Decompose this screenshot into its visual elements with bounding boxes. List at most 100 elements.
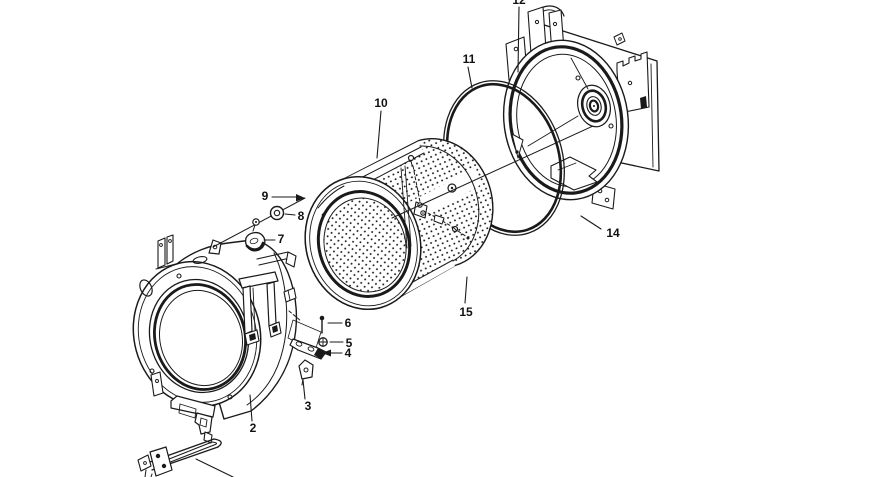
tab-hole [155, 379, 159, 383]
screw-dot [422, 212, 424, 214]
arrowhead [322, 349, 331, 357]
callout-5: 5 [329, 336, 353, 350]
callout-7: 7 [263, 232, 285, 246]
bracket-base [155, 262, 181, 270]
leader-line [580, 215, 602, 230]
side-clip [283, 287, 297, 303]
bearing-hub [577, 84, 611, 128]
flange-slot [139, 279, 153, 297]
tab-hole [303, 367, 309, 373]
callout-3: 3 [302, 379, 312, 413]
bolt-hole [227, 394, 233, 400]
ring-detail [321, 192, 349, 216]
bracket-hole [168, 239, 172, 243]
leader-line [284, 213, 296, 216]
callout-label: 15 [459, 305, 473, 319]
tab-hole [618, 37, 622, 41]
grommet-hole [450, 186, 454, 190]
support-arm [258, 257, 291, 266]
assembly-dash [457, 230, 468, 238]
bottom-bracket-bar [170, 395, 216, 418]
plate-dark-end [314, 348, 326, 359]
washer-8 [269, 205, 285, 221]
callout-6: 6 [327, 316, 352, 330]
tab-hole [513, 46, 519, 52]
callout-label: 12 [512, 0, 526, 7]
leader-line [249, 394, 253, 422]
mount-tab-3 [298, 359, 314, 380]
foot-slot [249, 333, 256, 341]
heater-bend-inner [211, 441, 218, 446]
tub-bottom-platform [550, 156, 598, 191]
blade-hole [249, 237, 259, 245]
callout-label: 3 [305, 399, 312, 413]
bracket-hole [534, 19, 540, 25]
bracket-hole [143, 461, 147, 465]
bracket-hole [604, 197, 610, 203]
washer-cross [318, 337, 328, 347]
rim-bracket [511, 133, 524, 159]
tub-heavy-rim [508, 45, 624, 195]
leader-line [302, 379, 306, 400]
washer-hole [273, 209, 281, 217]
small-tab [613, 32, 626, 46]
hub-ring [586, 96, 602, 116]
callout-label: 14 [606, 226, 620, 240]
washer-5 [318, 337, 328, 347]
front-tub [132, 234, 322, 444]
arrowhead [296, 194, 305, 202]
top-left-bracket [166, 234, 174, 265]
hub-bolt [608, 123, 614, 129]
leader-line [517, 6, 520, 73]
assembly-dash [288, 310, 302, 322]
heating-element [137, 438, 234, 477]
bottom-foot [194, 412, 213, 435]
hub-ring [577, 84, 611, 128]
door-rim-heavy [153, 283, 247, 391]
ring-detail [317, 185, 345, 209]
leg-inner-line [252, 287, 256, 331]
callout-label: 11 [463, 52, 476, 66]
callout-label: 8 [298, 209, 305, 223]
drum-front-ring-line [309, 180, 418, 307]
assembly-dash [412, 165, 421, 203]
rear-tub [502, 39, 630, 201]
support-arm [256, 251, 289, 260]
rim-bracket-hole [515, 150, 519, 154]
left-tab [150, 371, 164, 397]
damper-bracket-leg [266, 281, 277, 327]
perforated-drum [304, 138, 494, 311]
door-opening [158, 289, 244, 387]
callouts: 2 3 4 5 6 7 [249, 0, 620, 435]
callout-12: 12 [512, 0, 526, 73]
clip-plate [433, 214, 445, 225]
bracket-hole [627, 80, 633, 86]
hub-bolt [575, 75, 581, 81]
callout-label: 4 [345, 346, 352, 360]
bracket-hole [159, 243, 163, 247]
bracket-leg [144, 469, 153, 477]
bracket-slot [640, 96, 647, 109]
lifter-edge [400, 167, 408, 249]
bolt-hole [176, 273, 182, 279]
clamp-plate-4 [289, 338, 327, 360]
foot-slot [272, 325, 278, 333]
callout-4: 4 [322, 346, 352, 360]
drum-rim-heavy [316, 190, 412, 298]
callout-2: 2 [249, 394, 257, 435]
callout-14: 14 [580, 215, 620, 240]
damper-bracket-leg [242, 285, 253, 335]
hub-center [588, 99, 600, 113]
callout-label: 2 [250, 421, 257, 435]
hub-dot [593, 104, 595, 107]
blade-heavy-edge [245, 241, 265, 251]
callout-9: 9 [262, 189, 305, 203]
drum-opening-perforations [323, 197, 407, 293]
hinge-tab [208, 239, 222, 255]
screw-shaft [410, 160, 413, 166]
callout-8: 8 [284, 209, 305, 223]
screw-dot [466, 236, 470, 240]
damper-bracket-bar [238, 271, 279, 289]
